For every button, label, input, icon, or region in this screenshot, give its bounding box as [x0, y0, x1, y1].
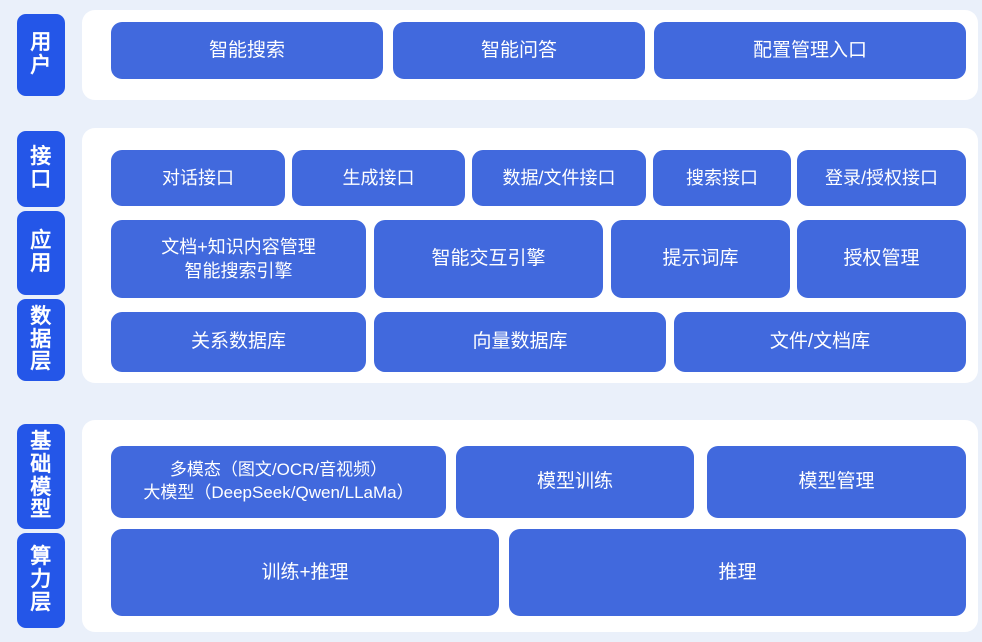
box-interface-login-auth[interactable]: 登录/授权接口	[797, 150, 966, 206]
box-data-relational-db[interactable]: 关系数据库	[111, 312, 366, 372]
rail-label-compute-text: 算力层	[30, 545, 52, 614]
box-foundation-multimodal-llm[interactable]: 多模态（图文/OCR/音视频） 大模型（DeepSeek/Qwen/LLaMa）	[111, 446, 446, 518]
box-interface-generation[interactable]: 生成接口	[292, 150, 465, 206]
box-application-authorization-mgmt[interactable]: 授权管理	[797, 220, 966, 298]
rail-label-foundation-text: 基础模型	[30, 430, 52, 522]
box-data-vector-db[interactable]: 向量数据库	[374, 312, 666, 372]
rail-label-foundation[interactable]: 基础模型	[17, 424, 65, 529]
rail-label-data[interactable]: 数据层	[17, 299, 65, 381]
rail-label-interface[interactable]: 接口	[17, 131, 65, 207]
rail-label-application[interactable]: 应用	[17, 211, 65, 295]
box-user-smart-search[interactable]: 智能搜索	[111, 22, 383, 79]
box-compute-training-inference[interactable]: 训练+推理	[111, 529, 499, 616]
rail-label-compute[interactable]: 算力层	[17, 533, 65, 628]
box-data-file-document-store[interactable]: 文件/文档库	[674, 312, 966, 372]
box-user-smart-qa[interactable]: 智能问答	[393, 22, 645, 79]
rail-label-data-text: 数据层	[30, 304, 52, 374]
rail-label-application-text: 应用	[30, 229, 52, 275]
box-foundation-model-training[interactable]: 模型训练	[456, 446, 694, 518]
box-foundation-model-management[interactable]: 模型管理	[707, 446, 966, 518]
box-application-prompt-library[interactable]: 提示词库	[611, 220, 790, 298]
box-application-interaction-engine[interactable]: 智能交互引擎	[374, 220, 603, 298]
box-interface-dialog[interactable]: 对话接口	[111, 150, 285, 206]
rail-label-user-text: 用户	[30, 31, 52, 77]
box-compute-inference[interactable]: 推理	[509, 529, 966, 616]
rail-label-interface-text: 接口	[30, 145, 52, 191]
box-application-doc-knowledge-mgmt[interactable]: 文档+知识内容管理 智能搜索引擎	[111, 220, 366, 298]
rail-label-user[interactable]: 用户	[17, 14, 65, 96]
box-interface-search[interactable]: 搜索接口	[653, 150, 791, 206]
box-interface-data-file[interactable]: 数据/文件接口	[472, 150, 646, 206]
box-user-config-entry[interactable]: 配置管理入口	[654, 22, 966, 79]
